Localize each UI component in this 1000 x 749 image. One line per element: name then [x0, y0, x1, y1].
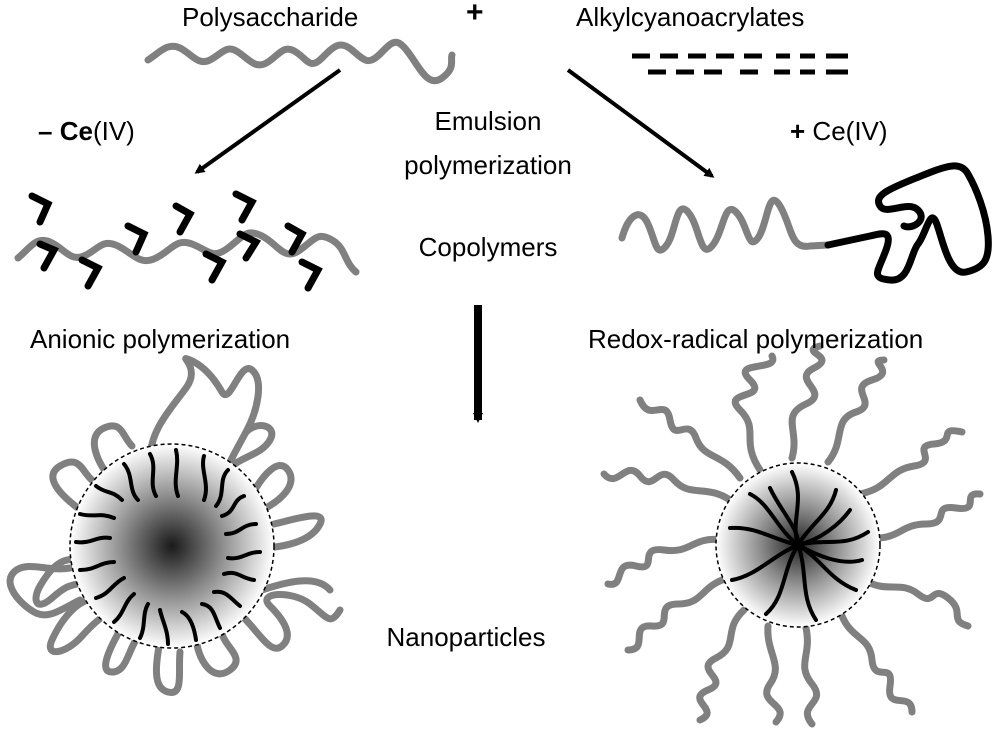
alkylcyanoacrylates-label: Alkylcyanoacrylates	[576, 2, 805, 32]
ce-oxidation-state: (IV)	[92, 116, 135, 146]
ce-element: Ce	[59, 116, 93, 146]
emulsion-label-line2: polymerization	[404, 150, 572, 180]
plus-ce-sign: +	[790, 116, 806, 146]
copolymers-label: Copolymers	[418, 232, 558, 262]
graft-copolymer	[14, 190, 360, 292]
minus-ce-label: – Ce(IV)	[38, 116, 135, 146]
plus-sign-top: +	[466, 0, 484, 29]
plus-ce-text: Ce(IV)	[812, 116, 888, 146]
polysaccharide-label: Polysaccharide	[182, 2, 359, 32]
polysaccharide-chain	[144, 38, 456, 84]
nanoparticles-label: Nanoparticles	[386, 622, 546, 652]
plus-ce-label: + Ce(IV)	[790, 116, 888, 146]
anionic-nanoparticle	[6, 355, 344, 696]
redox-label: Redox-radical polymerization	[588, 324, 924, 354]
arrow-left	[194, 68, 342, 174]
emulsion-label-line1: Emulsion	[434, 106, 542, 136]
monomer-dashes	[632, 53, 848, 75]
arrow-right	[566, 68, 715, 178]
redox-nanoparticle	[600, 342, 984, 728]
minus-sign: –	[38, 116, 53, 146]
anionic-label: Anionic polymerization	[30, 324, 291, 354]
block-copolymer	[618, 162, 992, 284]
